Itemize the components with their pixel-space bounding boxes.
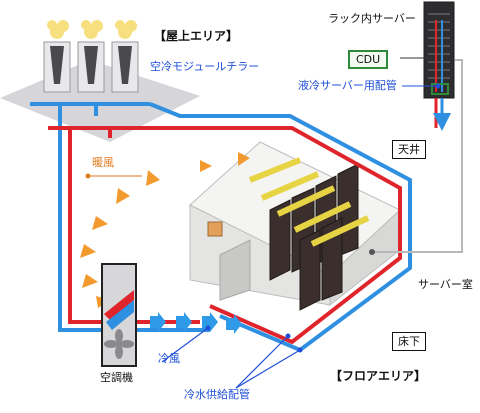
chilled-water-pointer-b <box>235 349 301 389</box>
ac-unit-label: 空調機 <box>100 371 133 384</box>
liquid-piping-label: 液冷サーバー用配管 <box>298 79 397 92</box>
chiller-fan-icon <box>47 20 137 39</box>
floor-under-label: 床下 <box>392 332 426 351</box>
server-room-dot <box>369 249 375 255</box>
server-racks <box>269 163 359 311</box>
ceiling-ducts <box>248 157 370 247</box>
cool-air-arrows <box>150 312 242 334</box>
chiller-unit <box>43 41 71 93</box>
cool-air-label: 冷風 <box>158 352 180 365</box>
rack-server-label: ラック内サーバー <box>328 12 416 25</box>
chiller-unit <box>111 41 139 93</box>
chilled-water-piping-label: 冷水供給配管 <box>184 388 250 401</box>
air-cooled-module-chiller <box>43 20 139 93</box>
chilled-water-dot-b <box>297 347 303 353</box>
chiller-unit <box>77 41 105 93</box>
cool-air-dot <box>205 325 211 331</box>
air-conditioning-unit <box>101 263 137 367</box>
warm-air-dot <box>85 173 91 179</box>
floor-area-label: 【フロアエリア】 <box>330 369 427 383</box>
cdu-label: CDU <box>348 50 389 69</box>
chilled-water-pointer-a <box>235 335 289 389</box>
chilled-water-dot-a <box>285 333 291 339</box>
liquid-piping-dot <box>435 83 441 89</box>
server-room-link <box>372 59 463 253</box>
rack-server-cabinet <box>423 1 455 99</box>
cool-air-pointer <box>161 327 209 363</box>
rooftop-area-label: 【屋上エリア】 <box>154 29 239 43</box>
server-room-label: サーバー室 <box>418 278 473 291</box>
warm-air-label: 暖風 <box>92 156 114 169</box>
ac-fan-icon <box>104 329 134 359</box>
chiller-label: 空冷モジュールチラー <box>150 60 260 73</box>
ceiling-label: 天井 <box>392 140 426 159</box>
